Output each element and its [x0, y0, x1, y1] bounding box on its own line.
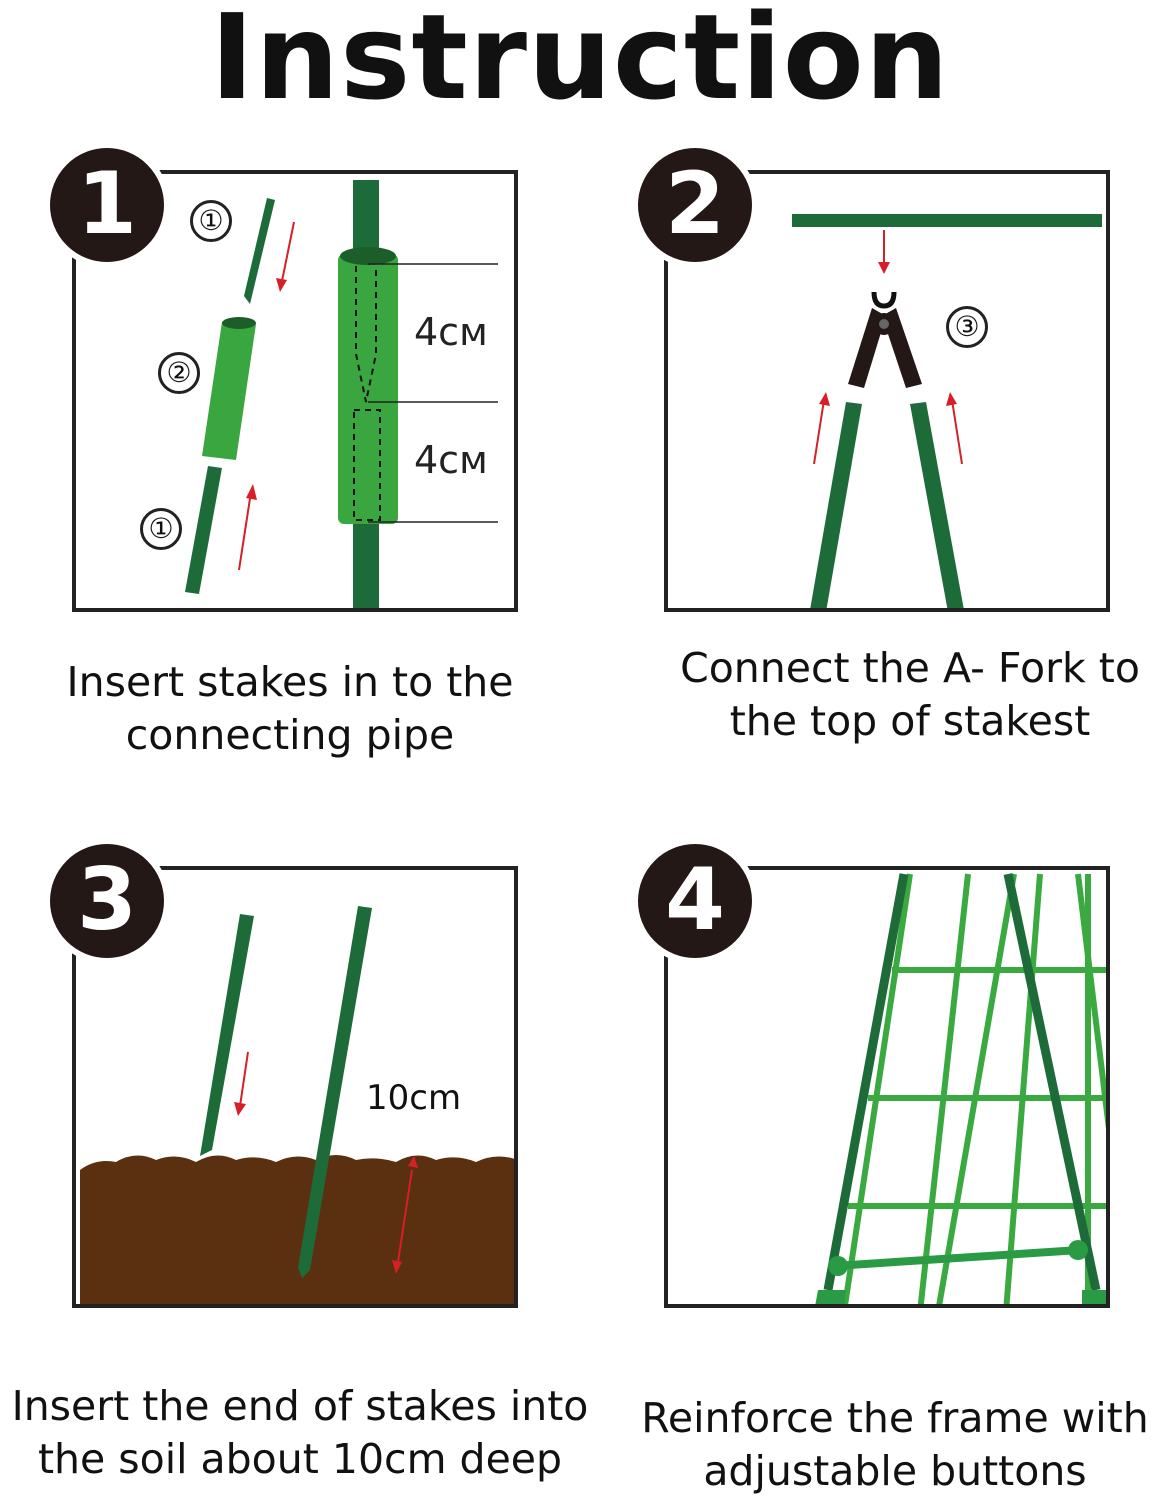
step-2-caption: Connect the A- Fork to the top of stakes… — [640, 642, 1160, 748]
arrow-down-line — [239, 1051, 249, 1107]
net-vertical-1 — [842, 873, 913, 1304]
depth-label: 10cm — [366, 1078, 462, 1118]
step-3-illustration — [80, 906, 514, 1304]
arrow-down-head — [878, 262, 890, 274]
step-3-caption-line1: Insert the end of stakes into — [11, 1382, 589, 1430]
step-4-caption-line1: Reinforce the frame with — [641, 1394, 1149, 1442]
soil — [80, 1155, 514, 1304]
step-1-illustration — [185, 180, 498, 608]
step-1-caption: Insert stakes in to the connecting pipe — [20, 656, 560, 762]
step-4-badge: 4 — [632, 838, 758, 964]
arrow-up-right-line — [951, 399, 963, 465]
step-4-illustration — [815, 873, 1106, 1304]
foot-left — [815, 1290, 846, 1304]
arrow-down-head — [276, 278, 287, 292]
step-3-caption-line2: the soil about 10cm deep — [37, 1435, 563, 1483]
back-leg-left — [936, 873, 1017, 1304]
depth-arrow-line — [397, 1169, 413, 1263]
stake-bottom — [185, 466, 222, 594]
depth-arrow-top — [408, 1156, 418, 1168]
adjustable-button-left — [828, 1256, 848, 1276]
stake-falling — [200, 914, 254, 1156]
crossbar — [833, 1246, 1081, 1270]
step-1-panel: 4cм 4cм ① ② ① — [72, 170, 518, 612]
stake-inserted — [298, 906, 372, 1278]
inner-stake-outline — [353, 266, 381, 521]
page-title: Instruction — [210, 0, 950, 126]
step-2-badge: 2 — [632, 142, 758, 268]
front-leg-right — [1003, 873, 1101, 1291]
dimension-lower-label: 4cм — [414, 438, 488, 482]
back-leg-right — [1075, 873, 1106, 1130]
step-2-illustration — [792, 214, 1102, 608]
adjustable-button-right — [1068, 1240, 1088, 1260]
step-2-caption-line1: Connect the A- Fork to — [680, 644, 1140, 692]
dimension-upper-label: 4cм — [414, 310, 488, 354]
step-4-caption: Reinforce the frame with adjustable butt… — [630, 1392, 1160, 1498]
arrow-down-head — [234, 1102, 246, 1116]
part-1-bottom-label: ① — [140, 508, 182, 550]
step-1-caption-line1: Insert stakes in to the — [66, 658, 514, 706]
step-3-caption: Insert the end of stakes into the soil a… — [0, 1380, 600, 1486]
arrow-up-line — [238, 491, 252, 571]
foot-right — [1082, 1290, 1106, 1304]
stake-top — [244, 198, 275, 304]
part-1-top-label: ① — [190, 200, 232, 242]
step-2-caption-line2: the top of stakest — [729, 697, 1091, 745]
depth-arrow-bottom — [392, 1260, 402, 1274]
net-vertical-2 — [917, 873, 971, 1304]
arrow-up-head — [246, 484, 257, 500]
connecting-pipe — [202, 322, 256, 460]
stake-right — [910, 402, 964, 608]
fork-pivot-center — [879, 319, 889, 329]
front-leg-left — [823, 873, 909, 1291]
fork-clip — [871, 291, 897, 309]
pipe-opening — [222, 317, 256, 329]
net-vertical-3 — [1003, 873, 1043, 1304]
arrow-down-line — [280, 221, 295, 287]
step-4-caption-line2: adjustable buttons — [703, 1447, 1087, 1495]
part-3-label: ③ — [946, 306, 988, 348]
step-3-panel: 10cm — [72, 866, 518, 1308]
step-1-caption-line2: connecting pipe — [125, 711, 455, 759]
arrow-up-left-head — [819, 392, 830, 406]
arrow-up-left-line — [813, 399, 825, 465]
stake-left — [810, 402, 862, 608]
arrow-up-right-head — [946, 392, 957, 406]
assembled-pipe-top — [340, 247, 396, 265]
part-2-label: ② — [158, 352, 200, 394]
step-3-badge: 3 — [44, 838, 170, 964]
top-rail — [792, 214, 1102, 227]
assembled-pipe — [338, 254, 398, 524]
step-1-badge: 1 — [44, 142, 170, 268]
